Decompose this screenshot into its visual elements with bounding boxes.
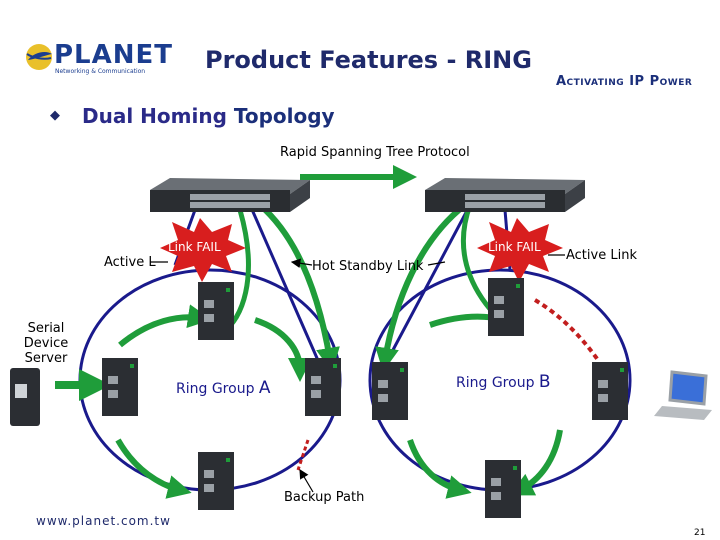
subtitle-part2: Topology xyxy=(233,104,335,128)
ring-group-b-label: Ring Group B xyxy=(456,372,551,392)
serial-device-line2: Server xyxy=(24,351,68,366)
protocol-label: Rapid Spanning Tree Protocol xyxy=(280,145,470,160)
planet-logo xyxy=(24,42,54,72)
subtitle-part1: Dual Homing xyxy=(82,104,227,128)
page-number: 21 xyxy=(694,528,706,538)
computer-icon xyxy=(654,370,712,420)
footer-url[interactable]: www.planet.com.tw xyxy=(36,514,171,528)
serial-device-label: Serial Device Server xyxy=(6,321,86,366)
slide-title: Product Features - RING xyxy=(205,46,532,74)
link-fail-left-label: Link FAIL xyxy=(168,240,221,254)
bullet-icon: ◆ xyxy=(50,108,60,123)
backup-path-label: Backup Path xyxy=(284,490,365,505)
link-fail-right-label: Link FAIL xyxy=(488,240,541,254)
serial-device-server xyxy=(10,368,40,426)
logo-wordmark: PLANET xyxy=(54,40,174,70)
ring-group-a-text: Ring Group xyxy=(176,381,255,397)
active-link-right-label: Active Link xyxy=(566,248,637,263)
core-switch-left xyxy=(150,178,310,212)
active-link-left-label: Active L xyxy=(104,255,156,270)
ring-group-b-letter: B xyxy=(538,372,551,392)
serial-device-line1: Serial Device xyxy=(23,321,69,351)
ring-group-a-letter: A xyxy=(258,378,271,398)
subtitle: Dual Homing Topology xyxy=(82,104,335,128)
hot-standby-label: Hot Standby Link xyxy=(312,259,424,274)
logo-tagline: Networking & Communication xyxy=(55,68,146,75)
ring-group-b-text: Ring Group xyxy=(456,375,535,391)
core-switch-right xyxy=(425,178,585,212)
ring-group-a-label: Ring Group A xyxy=(176,378,271,398)
slogan: Activating IP Power xyxy=(556,74,693,89)
